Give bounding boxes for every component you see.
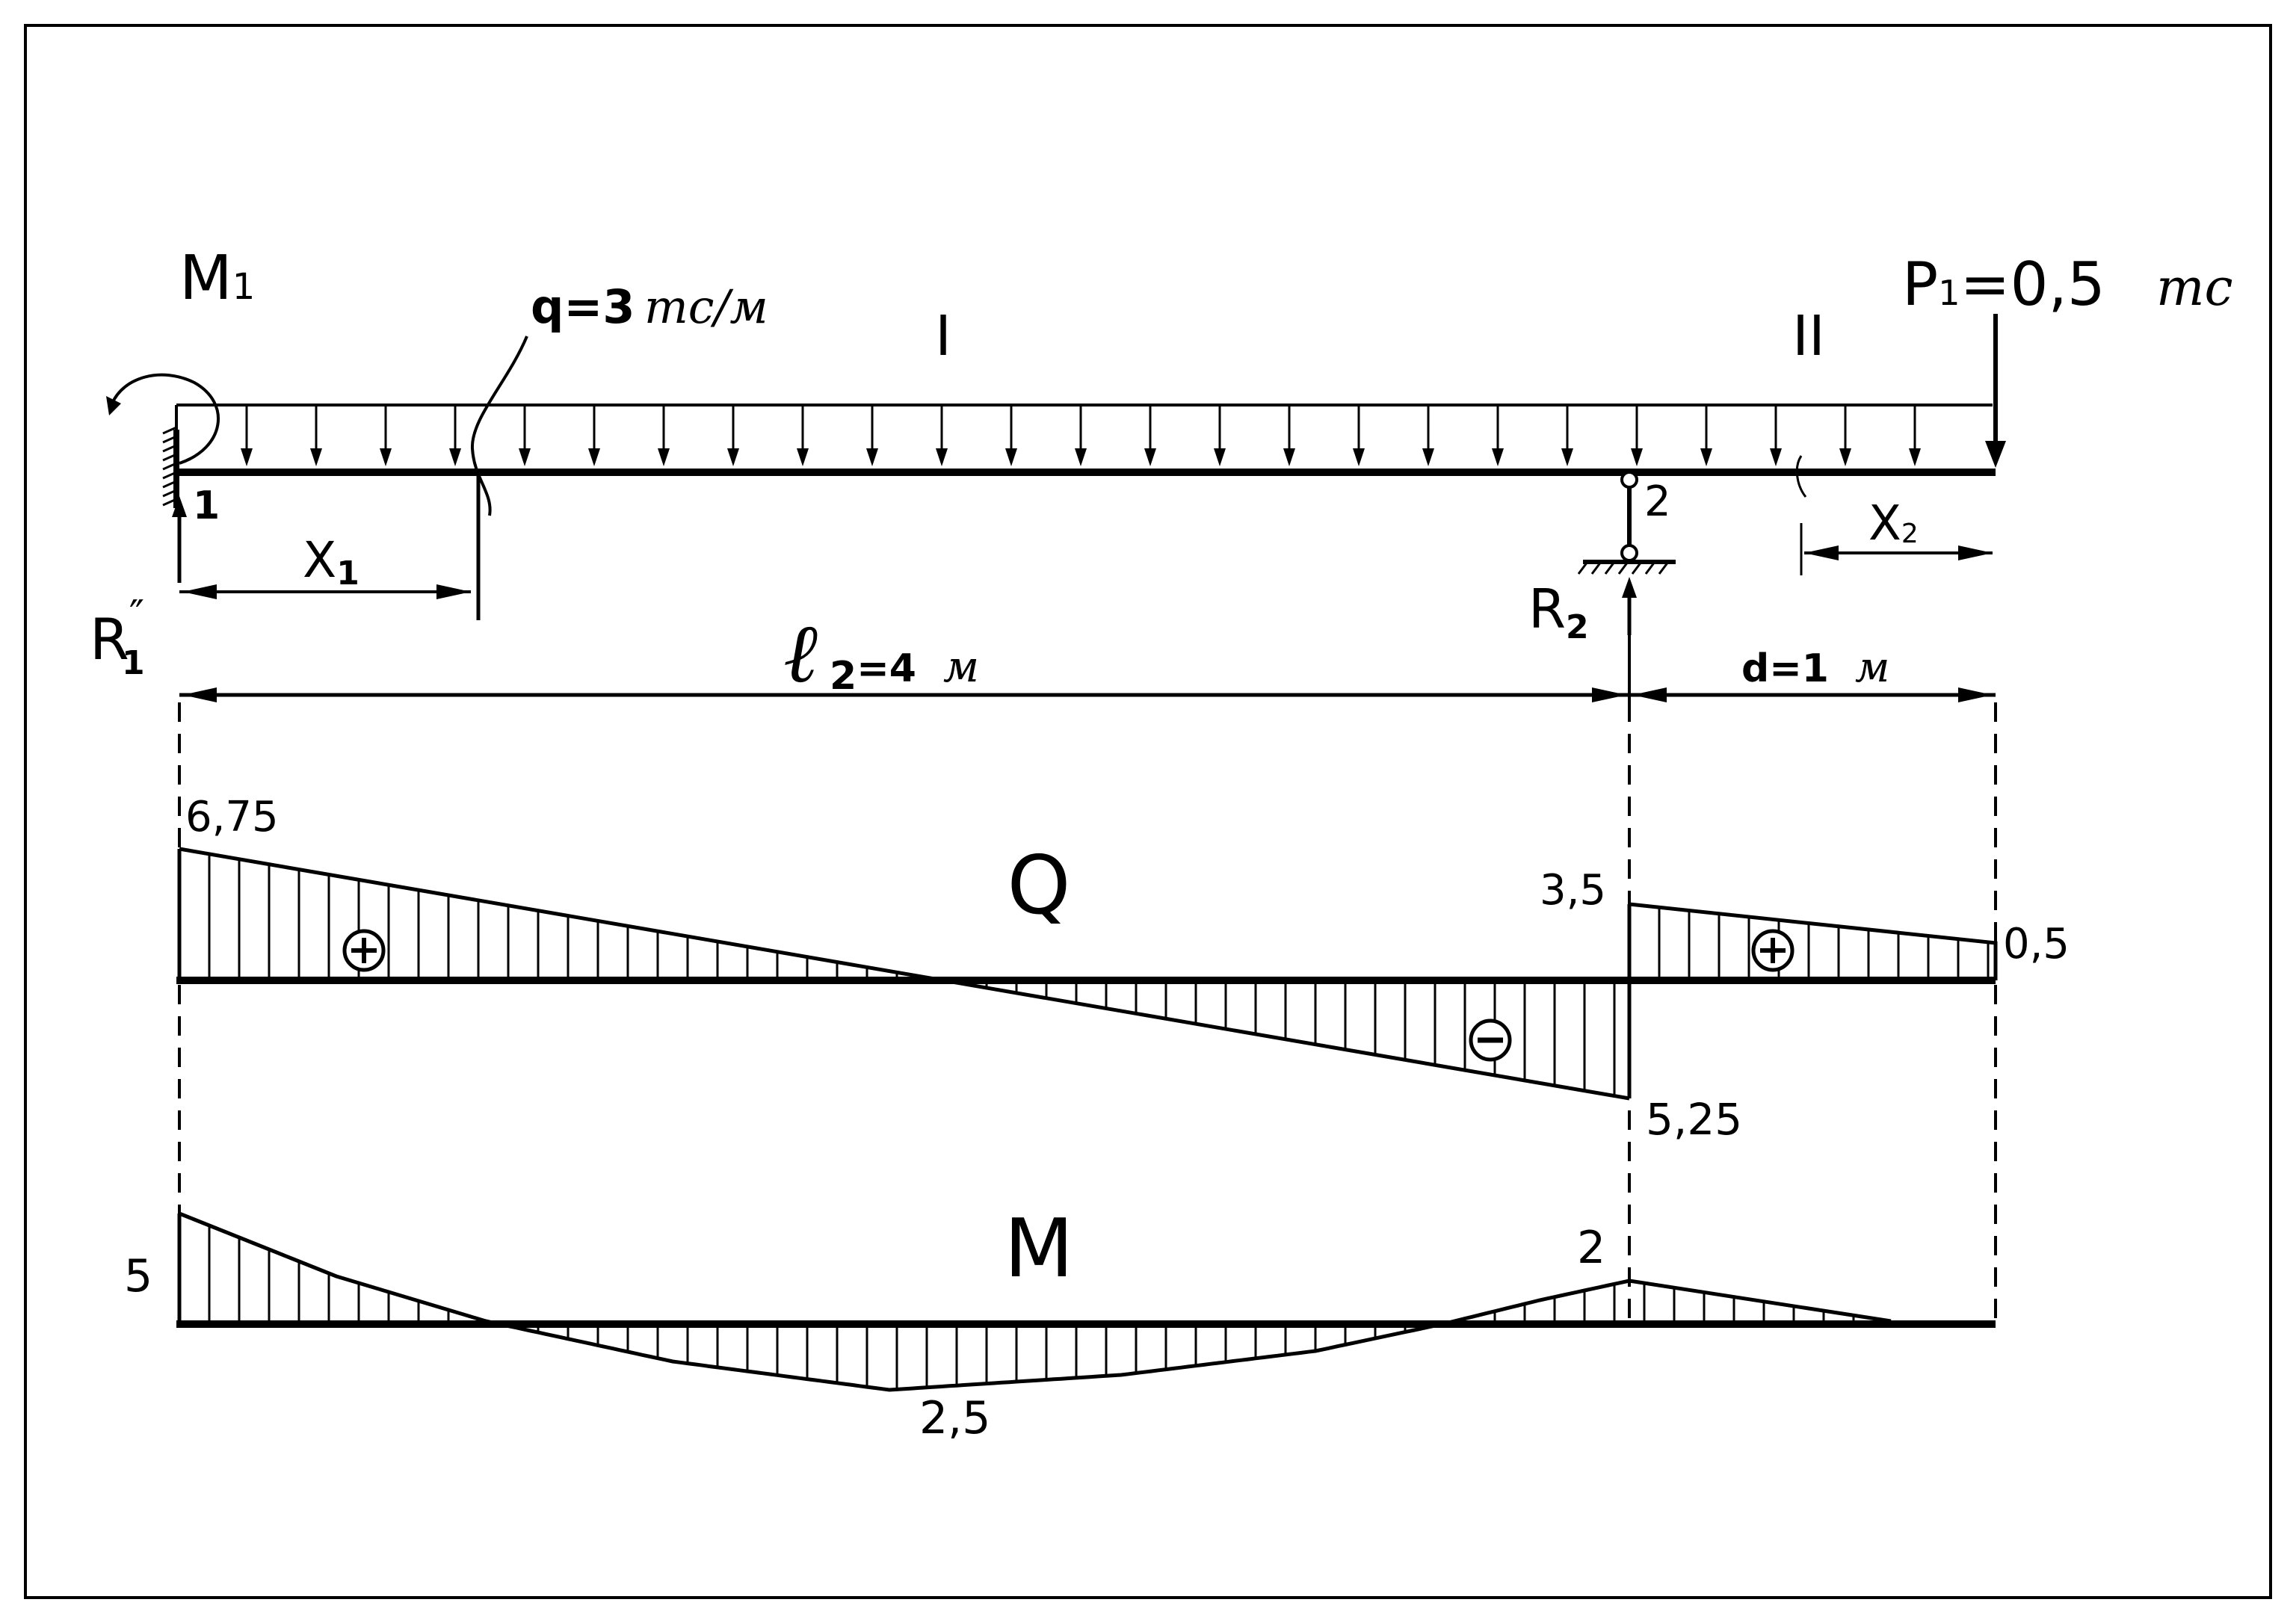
force-label: P1=0,5 bbox=[1902, 250, 2105, 319]
load-arrow-icon bbox=[310, 405, 322, 466]
span-d-unit: м bbox=[1855, 643, 1889, 692]
span-l-label: ℓ bbox=[785, 605, 820, 701]
load-arrow-icon bbox=[519, 405, 531, 466]
load-arrow-icon bbox=[1005, 405, 1017, 466]
section-cut-1 bbox=[470, 336, 528, 516]
load-arrow-icon bbox=[1631, 405, 1643, 466]
load-arrow-icon bbox=[1909, 405, 1921, 466]
load-arrow-icon bbox=[1492, 405, 1504, 466]
shear-value-left: 6,75 bbox=[185, 793, 279, 841]
load-arrow-icon bbox=[1770, 405, 1782, 466]
load-arrow-icon bbox=[1283, 405, 1295, 466]
load-unit: тс/м bbox=[644, 279, 768, 334]
shear-diagram bbox=[176, 847, 1998, 1101]
load-arrow-icon bbox=[1422, 405, 1434, 466]
shear-line-2 bbox=[1629, 902, 1998, 980]
shear-hatching bbox=[178, 849, 1990, 1096]
shear-title: Q bbox=[1007, 839, 1070, 933]
load-arrow-icon bbox=[588, 405, 600, 466]
load-arrow-icon bbox=[936, 405, 948, 466]
plus-sign-icon bbox=[1751, 929, 1794, 972]
load-arrow-icon bbox=[866, 405, 878, 466]
load-arrow-icon bbox=[449, 405, 461, 466]
load-arrow-icon bbox=[1353, 405, 1365, 466]
fixed-support bbox=[162, 426, 179, 508]
moment-line-2 bbox=[1629, 1279, 1892, 1323]
load-arrow-icon bbox=[658, 405, 670, 466]
moment-value-support: 2 bbox=[1577, 1222, 1605, 1274]
load-arrow-icon bbox=[380, 405, 392, 466]
load-arrow-icon bbox=[1561, 405, 1573, 466]
section-label-1: I bbox=[935, 304, 951, 368]
shear-line-1 bbox=[179, 847, 1630, 1101]
beam-scheme bbox=[106, 314, 2006, 702]
reaction1-label: R″1 bbox=[90, 592, 145, 682]
moment-label: M1 bbox=[179, 243, 255, 314]
load-arrow-icon bbox=[1144, 405, 1156, 466]
load-arrow-icon bbox=[241, 405, 253, 466]
moment-title: M bbox=[1004, 1202, 1073, 1296]
load-arrow-icon bbox=[1839, 405, 1851, 466]
moment-value-left: 5 bbox=[124, 1250, 152, 1302]
reaction2-label: R2 bbox=[1528, 578, 1589, 646]
projection-lines bbox=[178, 702, 1997, 1330]
moment-arrow-icon bbox=[111, 373, 220, 465]
span-l-unit: м bbox=[943, 641, 979, 692]
load-arrow-icon bbox=[1214, 405, 1226, 466]
shear-value-end: 0,5 bbox=[2003, 920, 2070, 968]
moment-value-span: 2,5 bbox=[919, 1392, 990, 1444]
load-arrow-icon bbox=[1700, 405, 1712, 466]
section-label-2: II bbox=[1792, 304, 1825, 368]
drawing-frame bbox=[24, 24, 2272, 1599]
load-arrows bbox=[241, 405, 1921, 466]
hinged-support bbox=[1577, 471, 1676, 575]
plus-sign-icon bbox=[342, 929, 386, 972]
moment-curve bbox=[179, 1211, 1630, 1392]
section-cut-2 bbox=[1795, 455, 1807, 498]
support1-label: 1 bbox=[193, 483, 220, 528]
shear-value-support-left: 5,25 bbox=[1646, 1094, 1742, 1145]
span-d-label: d=1 bbox=[1741, 646, 1829, 691]
load-label: q=3 bbox=[531, 279, 635, 334]
load-arrow-icon bbox=[797, 405, 809, 466]
x2-label: X2 bbox=[1868, 496, 1919, 551]
x1-label: X1 bbox=[303, 531, 359, 593]
shear-value-support-right: 3,5 bbox=[1540, 866, 1606, 915]
support2-label: 2 bbox=[1644, 477, 1671, 526]
minus-sign-icon bbox=[1469, 1018, 1512, 1062]
span-l-value: 2=4 bbox=[830, 646, 916, 699]
load-arrow-icon bbox=[727, 405, 739, 466]
force-unit: тс bbox=[2156, 259, 2233, 318]
moment-diagram bbox=[176, 1211, 1996, 1392]
load-arrow-icon bbox=[1075, 405, 1087, 466]
